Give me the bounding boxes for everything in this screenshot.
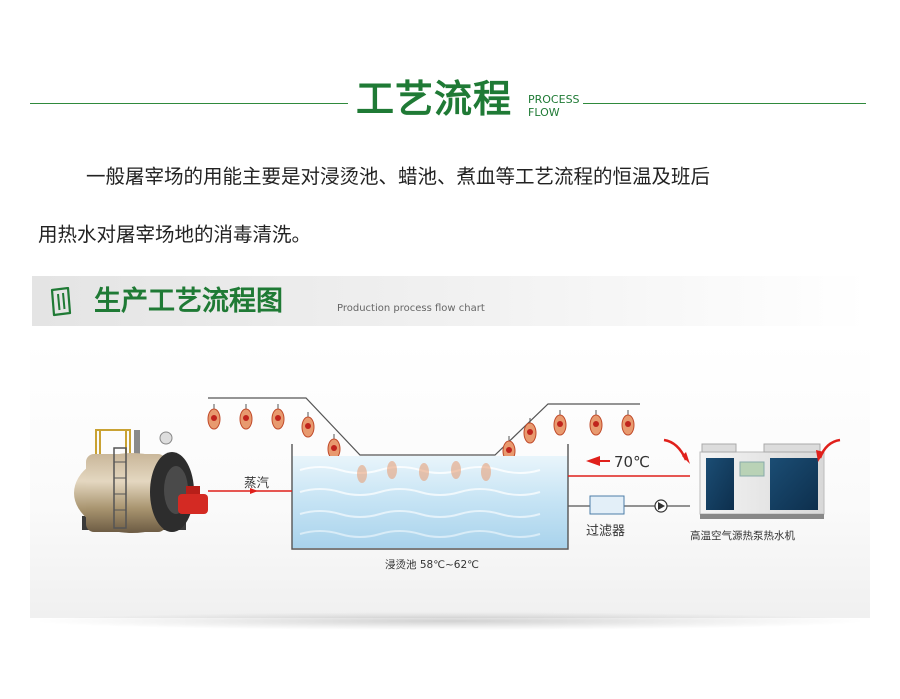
filter-line: [568, 495, 690, 515]
page-title-english: PROCESS FLOW: [528, 93, 580, 119]
section-title: 生产工艺流程图: [94, 286, 283, 317]
panel-shadow: [40, 612, 860, 630]
carcass-icon: [553, 410, 567, 436]
carcass-icon: [301, 412, 315, 438]
temperature-label: 70℃: [614, 453, 650, 471]
steam-label: 蒸汽: [244, 475, 270, 490]
filter-label: 过滤器: [586, 524, 625, 539]
steam-boiler: [74, 429, 208, 533]
header-divider-right: [583, 103, 866, 104]
page-title-english-line2: FLOW: [528, 106, 560, 119]
page-title-english-line1: PROCESS: [528, 93, 580, 106]
header-divider-left: [30, 103, 348, 104]
hot-water-line: [568, 456, 690, 477]
pool-label: 浸烫池 58℃~62℃: [385, 558, 479, 571]
heat-pump-label: 高温空气源热泵热水机: [690, 529, 795, 542]
carcass-icon: [621, 410, 635, 436]
carcass-group-left: [207, 404, 341, 460]
carcass-icon: [239, 404, 253, 430]
scalding-pool: [291, 444, 569, 550]
conveyor-track: [208, 397, 640, 456]
carcass-icon: [207, 404, 221, 430]
heat-pump-unit: [663, 438, 841, 519]
intro-line-2: 用热水对屠宰场地的消毒清洗。: [38, 223, 312, 246]
intro-line-1: 一般屠宰场的用能主要是对浸烫池、蜡池、煮血等工艺流程的恒温及班后: [86, 165, 711, 188]
page-title: 工艺流程: [356, 77, 513, 121]
document-icon: [50, 287, 72, 317]
arrow-left-icon: [586, 456, 600, 466]
air-in-arrow-left-icon: [663, 438, 688, 461]
section-bar: [32, 276, 868, 326]
carcass-icon: [589, 410, 603, 436]
carcass-icon: [523, 418, 537, 444]
steam-pipe: [208, 488, 292, 494]
carcass-icon: [327, 434, 341, 460]
carcass-group-right: [502, 410, 635, 462]
carcass-icon: [271, 404, 285, 430]
section-subtitle: Production process flow chart: [337, 303, 485, 314]
